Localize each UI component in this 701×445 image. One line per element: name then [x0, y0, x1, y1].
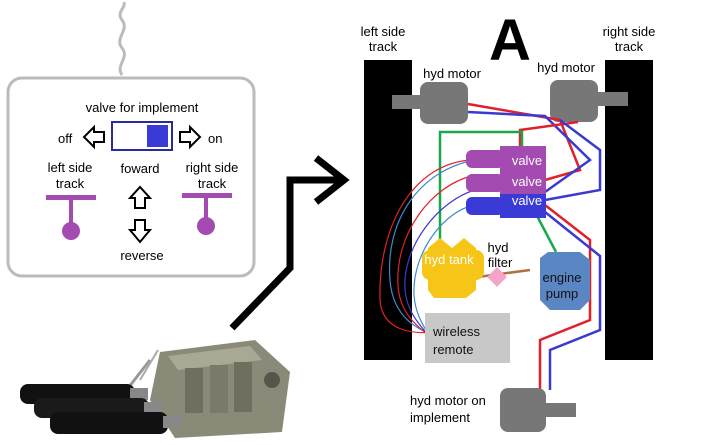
left-hyd-motor-shaft — [392, 95, 426, 109]
right-side-track-label-line1: right side — [603, 24, 656, 39]
left-track-label-line2: track — [56, 176, 85, 191]
left-track-lever-knob — [62, 222, 80, 240]
smoke-squiggle — [118, 1, 126, 76]
forward-label: foward — [120, 161, 159, 176]
off-label: off — [58, 131, 73, 146]
right-track-label-line2: track — [198, 176, 227, 191]
remote-control-panel: valve for implement off on left side tra… — [6, 76, 256, 278]
on-arrow-icon — [179, 124, 202, 150]
engine-pump — [540, 252, 590, 310]
wireless-remote-label-line2: remote — [433, 342, 473, 357]
on-label: on — [208, 131, 222, 146]
left-track-label-line1: left side — [48, 160, 93, 175]
left-side-track-label-line2: track — [369, 39, 398, 54]
reverse-arrow-icon — [127, 219, 153, 244]
right-track-lever-knob — [197, 217, 215, 235]
implement-motor-label-line1: hyd motor on — [410, 393, 486, 408]
right-side-track — [605, 60, 653, 360]
left-track-lever-bar — [46, 195, 96, 200]
valve-2-label: valve — [512, 174, 542, 189]
right-side-track-label-line2: track — [615, 39, 644, 54]
valve-1-label: valve — [512, 153, 542, 168]
off-arrow-icon — [82, 124, 105, 150]
engine-pump-label-line2: pump — [546, 286, 579, 301]
title-a: A — [489, 8, 531, 73]
right-track-lever-stem — [204, 198, 208, 220]
left-hyd-motor-label: hyd motor — [423, 66, 481, 81]
engine-pump-label-line1: engine — [542, 270, 581, 285]
implement-hyd-motor — [500, 388, 546, 432]
left-track-lever-stem — [69, 200, 73, 224]
implement-hyd-motor-shaft — [542, 403, 576, 417]
valve-implement-label: valve for implement — [86, 100, 199, 115]
valve-stack — [466, 146, 546, 218]
hyd-filter — [487, 267, 507, 287]
implement-valve-switch-knob — [147, 125, 168, 147]
right-hyd-motor-shaft — [594, 92, 628, 106]
pointer-arrowhead — [313, 155, 350, 205]
implement-motor-label-line2: implement — [410, 410, 470, 425]
right-hyd-motor — [550, 80, 598, 122]
valve-block-photo — [20, 340, 290, 438]
hyd-tank-label: hyd tank — [424, 252, 474, 267]
reverse-label: reverse — [120, 248, 163, 263]
wireless-remote-label-line1: wireless — [432, 324, 480, 339]
right-track-label-line1: right side — [186, 160, 239, 175]
forward-arrow-icon — [127, 185, 153, 209]
left-hyd-motor — [420, 82, 468, 124]
left-side-track-label-line1: left side — [361, 24, 406, 39]
hyd-filter-label-line1: hyd — [488, 240, 509, 255]
valve-3-label: valve — [512, 193, 542, 208]
right-hyd-motor-label: hyd motor — [537, 60, 595, 75]
wireless-remote — [425, 313, 510, 363]
right-track-lever-bar — [182, 193, 232, 198]
pointer-arrow — [229, 176, 340, 331]
hyd-filter-label-line2: filter — [488, 255, 513, 270]
